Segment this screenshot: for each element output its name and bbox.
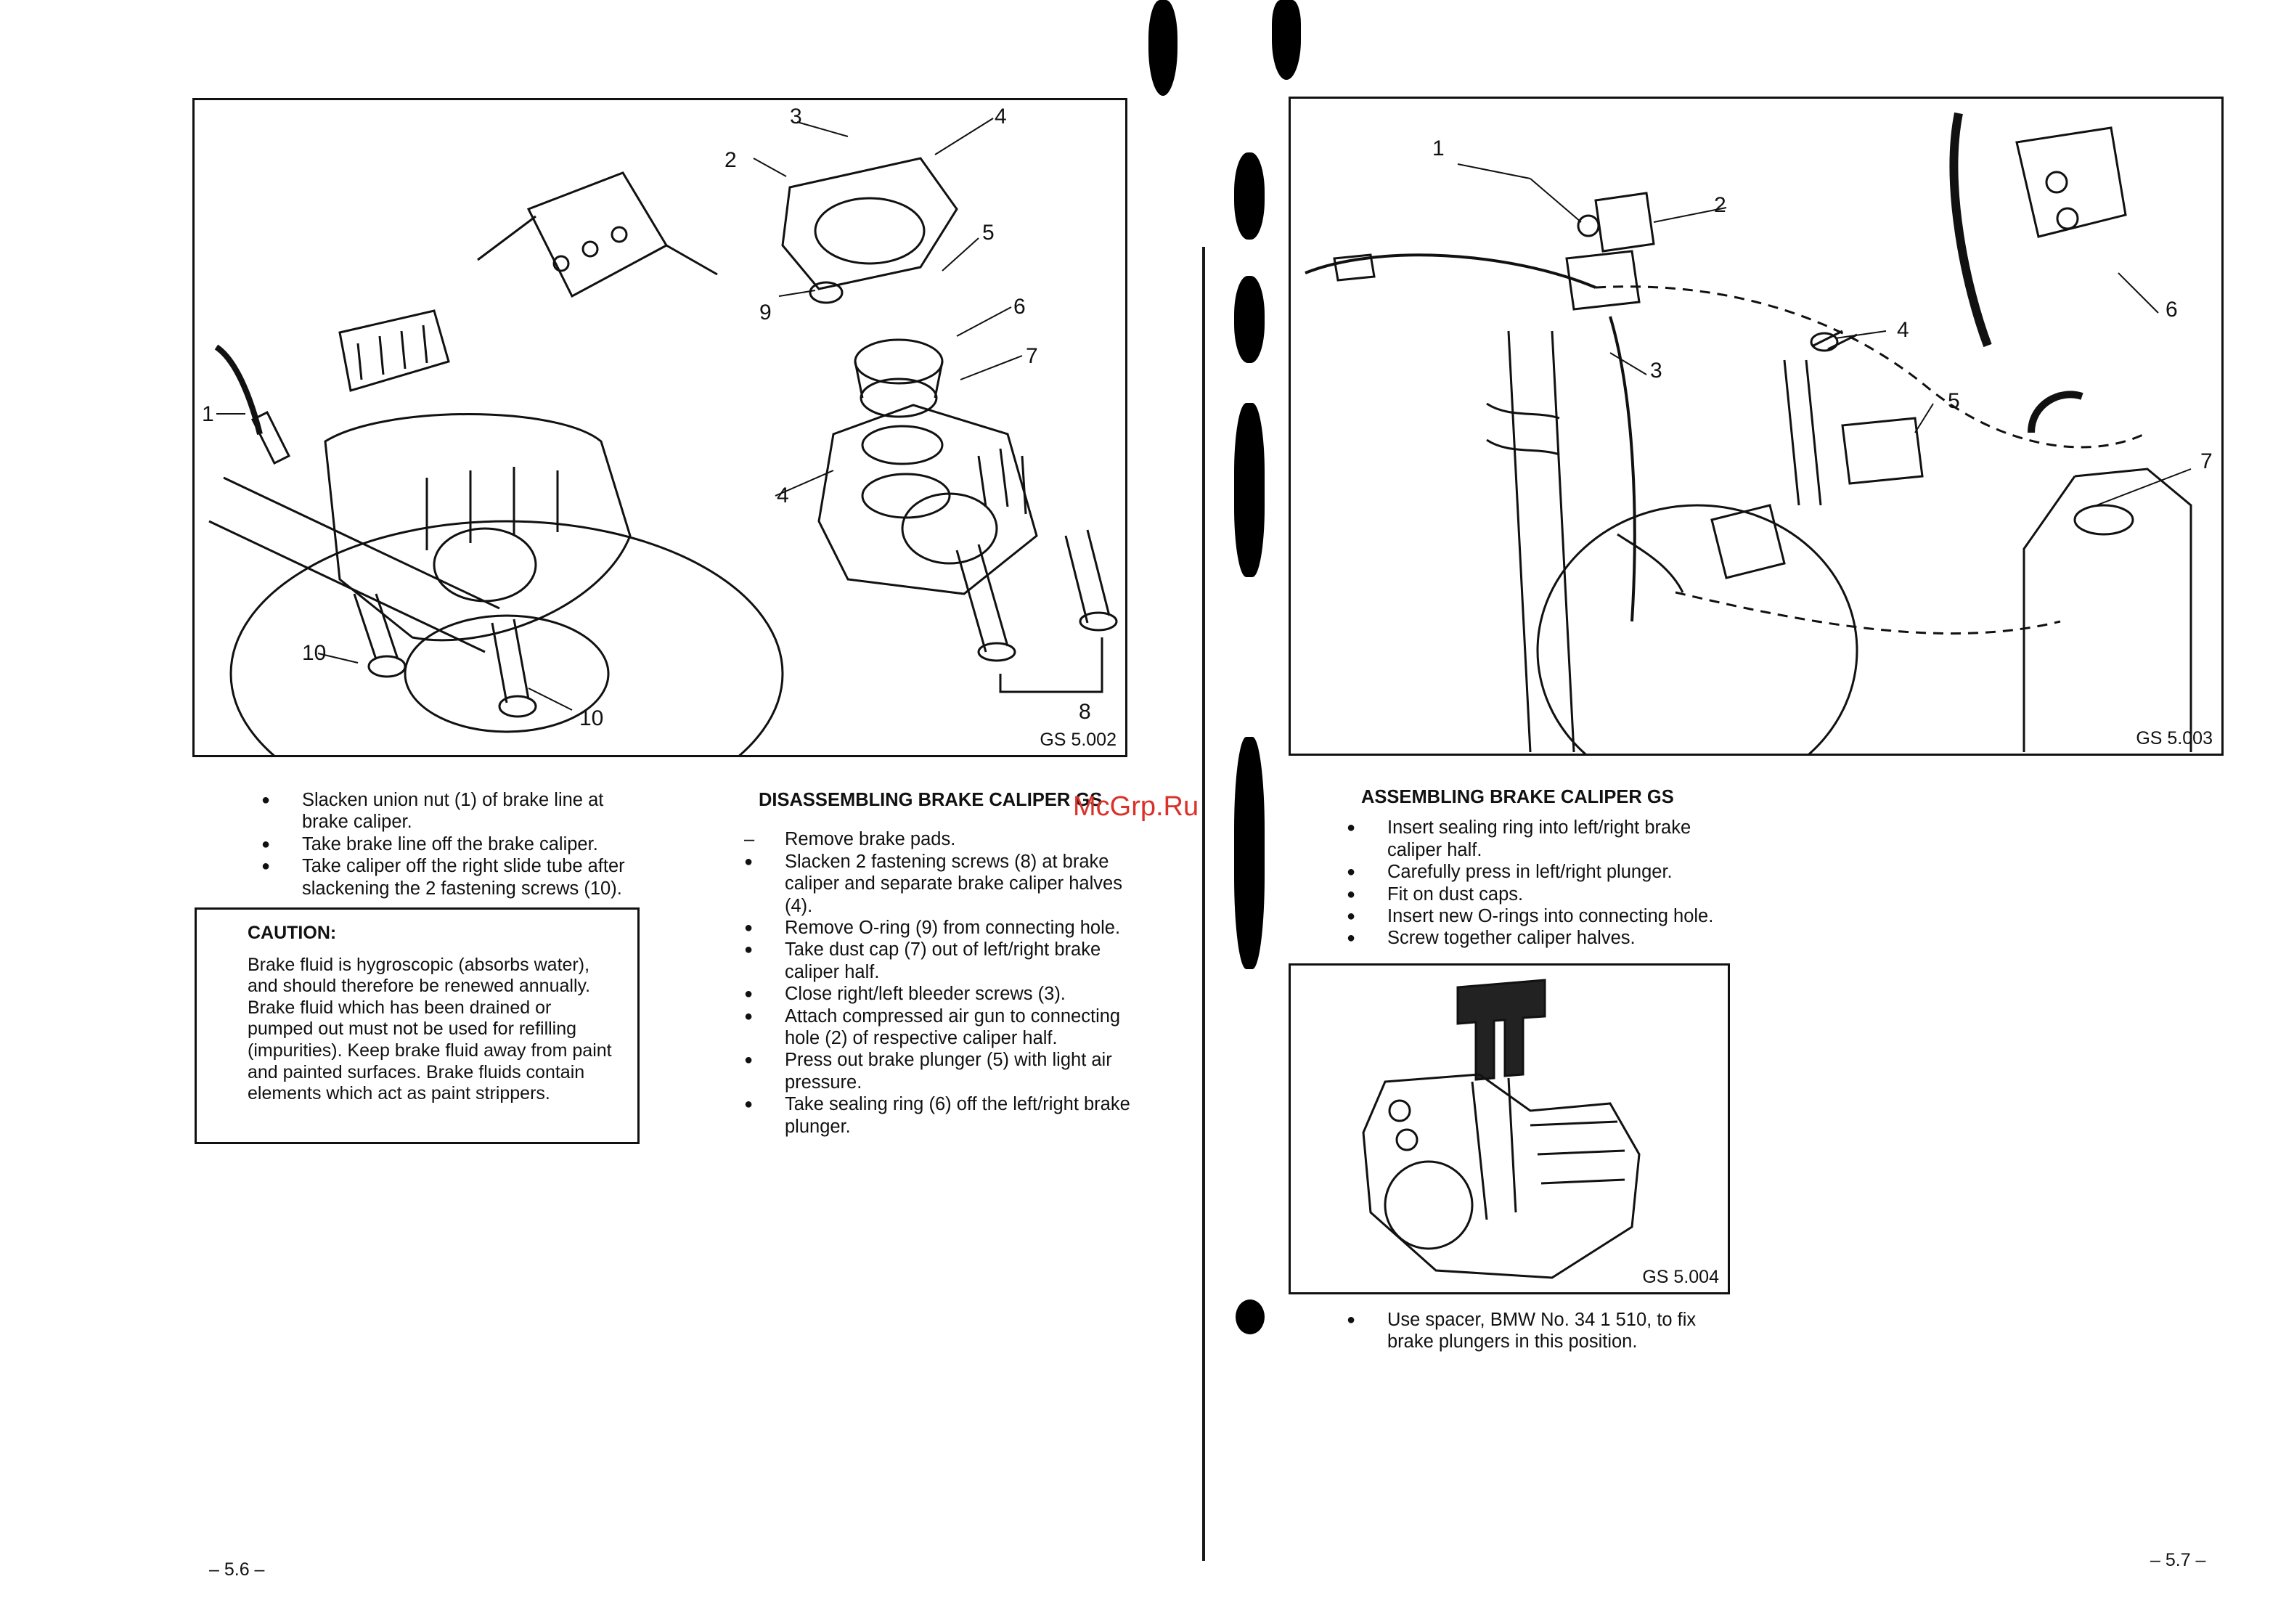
spacer-drawing xyxy=(1362,979,1641,1279)
list-item: Fit on dust caps. xyxy=(1347,884,1739,906)
section-heading: ASSEMBLING BRAKE CALIPER GS xyxy=(1361,787,1674,807)
list-item: Carefully press in left/right plunger. xyxy=(1347,861,1739,884)
list-item: Take caliper off the right slide tube af… xyxy=(261,855,646,899)
list-item: Remove O-ring (9) from connecting hole. xyxy=(744,917,1132,939)
callout-2: 2 xyxy=(724,148,737,172)
list-item: Slacken 2 fastening screws (8) at brake … xyxy=(744,851,1132,917)
callout-4: 4 xyxy=(1897,318,1909,342)
callout-5: 5 xyxy=(982,221,995,245)
list-item: Insert sealing ring into left/right brak… xyxy=(1347,817,1739,861)
disassembly-section: DISASSEMBLING BRAKE CALIPER GS Remove br… xyxy=(744,789,1132,1138)
caution-box: CAUTION: Brake fluid is hygroscopic (abs… xyxy=(195,907,640,1144)
callout-1: 1 xyxy=(202,402,214,426)
list-item: Screw together caliper halves. xyxy=(1347,927,1739,950)
callout-4-top: 4 xyxy=(995,105,1007,128)
list-item: Take brake line off the brake caliper. xyxy=(261,833,646,856)
callout-7: 7 xyxy=(2200,449,2213,473)
figure-caliper-exploded: 1 2 3 4 5 6 7 4 9 8 10 10 GS 5.002 xyxy=(192,98,1127,757)
callout-3: 3 xyxy=(790,105,802,128)
callout-9: 9 xyxy=(759,301,772,325)
watermark: McGrp.Ru xyxy=(1073,791,1199,822)
list-item: Close right/left bleeder screws (3). xyxy=(744,983,1132,1005)
page-gutter xyxy=(1202,247,1205,1561)
list-item: Attach compressed air gun to connecting … xyxy=(744,1005,1132,1050)
list-item: Use spacer, BMW No. 34 1 510, to fix bra… xyxy=(1347,1309,1739,1353)
scan-blot xyxy=(1272,0,1301,80)
list-item: Slacken union nut (1) of brake line at b… xyxy=(261,789,646,833)
list-item: Insert new O-rings into connecting hole. xyxy=(1347,905,1739,928)
figure-spacer: GS 5.004 xyxy=(1289,963,1730,1294)
caliper-exploded-drawing xyxy=(208,118,1118,755)
figure-code: GS 5.003 xyxy=(2136,728,2213,748)
brake-line-drawing xyxy=(1305,112,2192,754)
scan-blot xyxy=(1234,737,1265,969)
scan-blot xyxy=(1236,1299,1265,1334)
list-item: Press out brake plunger (5) with light a… xyxy=(744,1049,1132,1093)
page-number-right: – 5.7 – xyxy=(2150,1550,2206,1570)
callout-7: 7 xyxy=(1026,344,1038,368)
callout-4-bottom: 4 xyxy=(777,483,789,507)
caution-text: Brake fluid is hygroscopic (absorbs wate… xyxy=(248,954,612,1104)
callout-5: 5 xyxy=(1948,389,1960,413)
spacer-step: Use spacer, BMW No. 34 1 510, to fix bra… xyxy=(1347,1309,1739,1353)
page-number-left: – 5.6 – xyxy=(209,1559,265,1580)
figure-code: GS 5.002 xyxy=(1040,730,1117,750)
callout-6: 6 xyxy=(2166,298,2178,322)
callout-2: 2 xyxy=(1714,193,1726,217)
callout-8: 8 xyxy=(1079,700,1091,724)
scan-blot xyxy=(1234,403,1265,577)
callout-10-right: 10 xyxy=(579,706,604,730)
callout-3: 3 xyxy=(1650,359,1662,383)
scan-blot xyxy=(1234,152,1265,240)
figure-brake-line-routing: 1 2 3 4 5 6 7 GS 5.003 xyxy=(1289,97,2224,756)
caution-title: CAUTION: xyxy=(248,923,337,943)
callout-6: 6 xyxy=(1013,295,1026,319)
removal-steps: Slacken union nut (1) of brake line at b… xyxy=(261,789,646,899)
scan-blot xyxy=(1234,276,1265,363)
section-heading: DISASSEMBLING BRAKE CALIPER GS xyxy=(759,790,1103,810)
callout-1: 1 xyxy=(1432,136,1445,160)
assembly-section: ASSEMBLING BRAKE CALIPER GS Insert seali… xyxy=(1347,786,1739,950)
list-item: Take sealing ring (6) off the left/right… xyxy=(744,1093,1132,1138)
list-item: Take dust cap (7) out of left/right brak… xyxy=(744,939,1132,983)
callout-10-left: 10 xyxy=(302,641,327,665)
figure-code: GS 5.004 xyxy=(1642,1267,1719,1287)
scan-blot xyxy=(1148,0,1177,96)
list-item: Remove brake pads. xyxy=(744,828,1132,851)
